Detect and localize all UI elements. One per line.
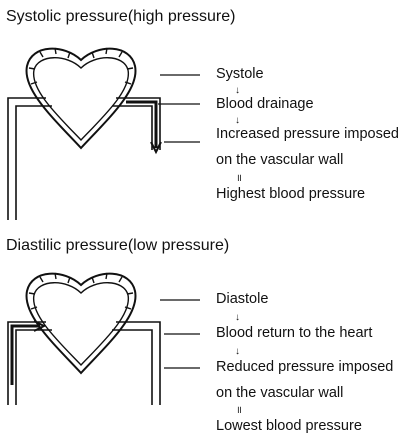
down-arrow-icon: ↓ (235, 313, 240, 323)
diastolic-step-5: Lowest blood pressure (216, 418, 362, 434)
diastolic-step-2: Blood return to the heart (216, 325, 372, 341)
diastolic-vessel (8, 322, 160, 405)
diastolic-step-3: Reduced pressure imposed (216, 359, 393, 375)
equals-sign-icon: ॥ (236, 406, 242, 416)
down-arrow-icon: ↓ (235, 347, 240, 357)
diastolic-step-4: on the vascular wall (216, 385, 343, 401)
diastolic-heart-icon (26, 273, 135, 373)
diastolic-step-1: Diastole (216, 291, 268, 307)
